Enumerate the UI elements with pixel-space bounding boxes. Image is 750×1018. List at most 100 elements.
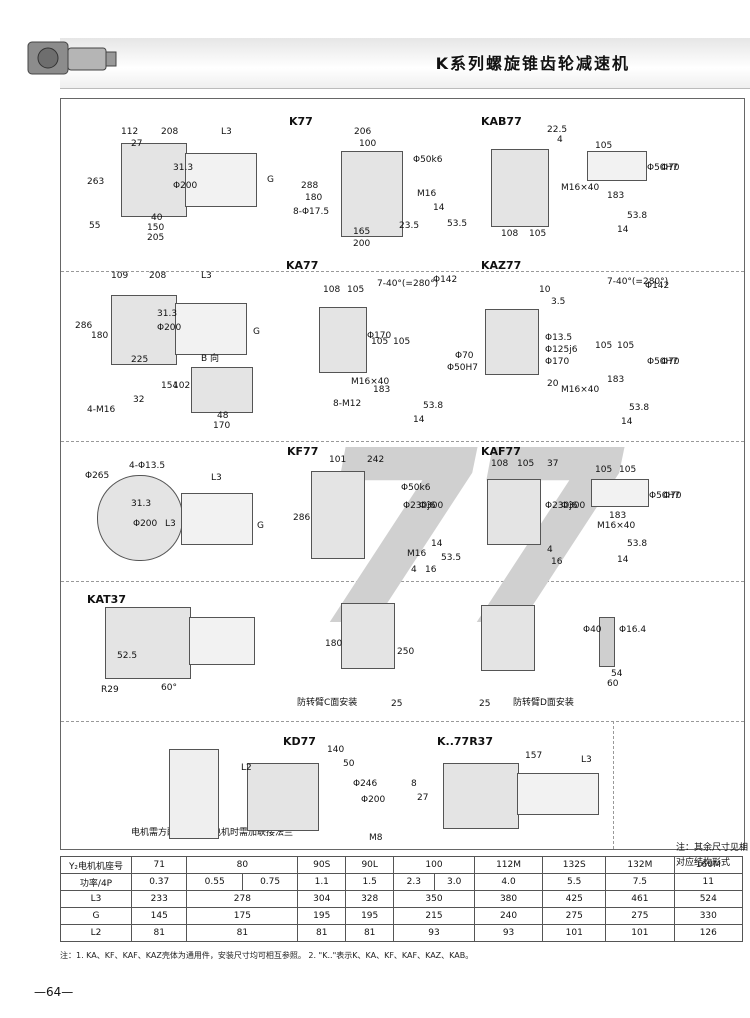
table-cell: 240 xyxy=(473,907,544,925)
kab77-dim: 14 xyxy=(617,225,629,235)
table-cell: 328 xyxy=(345,890,395,908)
ka77-dim: 7-40°(=280°) xyxy=(377,279,439,289)
ka77-dim: 180 xyxy=(91,331,109,341)
k77-dim: 263 xyxy=(87,177,105,187)
kat37-dim: 180 xyxy=(325,639,343,649)
ka77-dim: 4-M16 xyxy=(87,405,116,415)
kf77-dim: M16 xyxy=(407,549,427,559)
table-cell: 11 xyxy=(673,873,744,891)
kaf77-dim: Φ230j6 xyxy=(545,501,578,511)
kaz77-dim: Φ142 xyxy=(645,281,670,291)
k77-dim: 55 xyxy=(89,221,101,231)
kf77-motor-drawing xyxy=(181,493,253,545)
table-cell: 0.55 xyxy=(186,873,243,891)
ka77-dim: 53.8 xyxy=(423,401,444,411)
k77-dim: 206 xyxy=(354,127,372,137)
table-cell: 81 xyxy=(186,924,299,942)
kf77-dim: Φ50k6 xyxy=(401,483,431,493)
kat37-gearbox-drawing xyxy=(105,607,191,679)
kd77-dim: 27 xyxy=(417,793,429,803)
ka77-dim: 105 xyxy=(393,337,411,347)
table-cell: 160M xyxy=(673,856,744,874)
table-row: 功率/4P 0.37 0.55 0.75 1.1 1.5 2.3 3.0 4.0… xyxy=(60,873,744,891)
kat37-dim: Φ16.4 xyxy=(619,625,647,635)
ka77-dim: 105 xyxy=(371,337,389,347)
kd77-dim: 140 xyxy=(327,745,345,755)
kaz77-dim: Φ13.5 xyxy=(545,333,573,343)
section-label-k77: K77 xyxy=(289,115,313,128)
kd77-dim: Φ200 xyxy=(361,795,386,805)
ka77-dim: M16×40 xyxy=(351,377,390,387)
kaf77-dim: 108 xyxy=(491,459,509,469)
motor-spec-table: Y₂电机机座号 71 80 90S 90L 100 112M 132S 132M… xyxy=(60,856,744,942)
kab77-dim: Φ70 xyxy=(661,163,680,173)
table-cell: 7.5 xyxy=(605,873,675,891)
kaz77-dim: 53.8 xyxy=(629,403,650,413)
kaf77-shaft-drawing xyxy=(591,479,649,507)
k77r37-gearbox-drawing xyxy=(443,763,519,829)
kat37-dim: 25 xyxy=(479,699,491,709)
kat37-dim: 60° xyxy=(161,683,177,693)
table-cell: 93 xyxy=(393,924,475,942)
table-cell: 71 xyxy=(130,856,188,874)
section-label-kab77: KAB77 xyxy=(481,115,522,128)
kaf77-dim: Φ70 xyxy=(663,491,682,501)
kat37-dim: 60 xyxy=(607,679,619,689)
kf77-dim: 101 xyxy=(329,455,347,465)
kf77-flange-drawing xyxy=(97,475,183,561)
k77-dim: Φ50k6 xyxy=(413,155,443,165)
kaf77-drawing xyxy=(487,479,541,545)
ka77-dim: 102 xyxy=(173,381,191,391)
kab77-dim: 22.5 xyxy=(547,125,568,135)
kab77-dim: 105 xyxy=(529,229,547,239)
row-label: Y₂电机机座号 xyxy=(60,856,132,874)
section-label-k77r37: K..77R37 xyxy=(437,735,493,748)
row-label: L2 xyxy=(60,924,132,942)
k77-dim: 14 xyxy=(433,203,445,213)
divider-row-2 xyxy=(61,441,744,442)
table-row: G 145 175 195 195 215 240 275 275 330 xyxy=(60,907,744,925)
ka77-dim: 105 xyxy=(347,285,365,295)
k77-dim: 27 xyxy=(131,139,143,149)
kf77-dim: G xyxy=(257,521,264,531)
kat37-dim: 52.5 xyxy=(117,651,138,661)
table-row: L2 81 81 81 81 93 93 101 101 126 xyxy=(60,924,744,942)
kaf77-dim: 37 xyxy=(547,459,559,469)
kaf77-dim: 105 xyxy=(595,465,613,475)
ka77-side-drawing xyxy=(319,307,367,373)
page-header: K系列螺旋锥齿轮减速机 xyxy=(0,0,750,92)
kab77-dim: 105 xyxy=(595,141,613,151)
table-cell: 425 xyxy=(542,890,607,908)
kab77-dim: 53.8 xyxy=(627,211,648,221)
kaf77-dim: 105 xyxy=(619,465,637,475)
table-cell: 350 xyxy=(393,890,475,908)
table-cell: 132S xyxy=(542,856,607,874)
table-cell: 524 xyxy=(673,890,744,908)
kf77-dim: 242 xyxy=(367,455,385,465)
table-cell: 195 xyxy=(345,907,395,925)
drawing-frame: 77 K77 112 208 L3 27 263 55 G 31.3 Φ200 … xyxy=(60,98,748,868)
section-label-ka77: KA77 xyxy=(286,259,319,272)
table-cell: 145 xyxy=(130,907,188,925)
kf77-dim: Φ200 xyxy=(133,519,158,529)
k77r37-dim: L2 xyxy=(241,763,252,773)
k77-dim: 31.3 xyxy=(173,163,194,173)
kaf77-dim: 4 xyxy=(547,545,553,555)
kat37-dim: 250 xyxy=(397,647,415,657)
kab77-dim: Φ50H7 xyxy=(647,163,679,173)
ka77-dim: 31.3 xyxy=(157,309,178,319)
kaz77-dim: Φ125j6 xyxy=(545,345,578,355)
kaf77-dim: Φ50H7 xyxy=(649,491,681,501)
kaf77-dim: 105 xyxy=(517,459,535,469)
kat37-dim: Φ40 xyxy=(583,625,602,635)
gearbox-logo-icon xyxy=(10,28,130,84)
table-cell: 81 xyxy=(130,924,188,942)
ka77-dim: Φ170 xyxy=(367,331,392,341)
section-label-kaf77: KAF77 xyxy=(481,445,521,458)
kaz77-dim: 10 xyxy=(539,285,551,295)
kf77-dim: Φ265 xyxy=(85,471,110,481)
k77-dim: M16 xyxy=(417,189,437,199)
kat37-dim: R29 xyxy=(101,685,119,695)
kf77-dim: 16 xyxy=(425,565,437,575)
ka77-dim: G xyxy=(253,327,260,337)
